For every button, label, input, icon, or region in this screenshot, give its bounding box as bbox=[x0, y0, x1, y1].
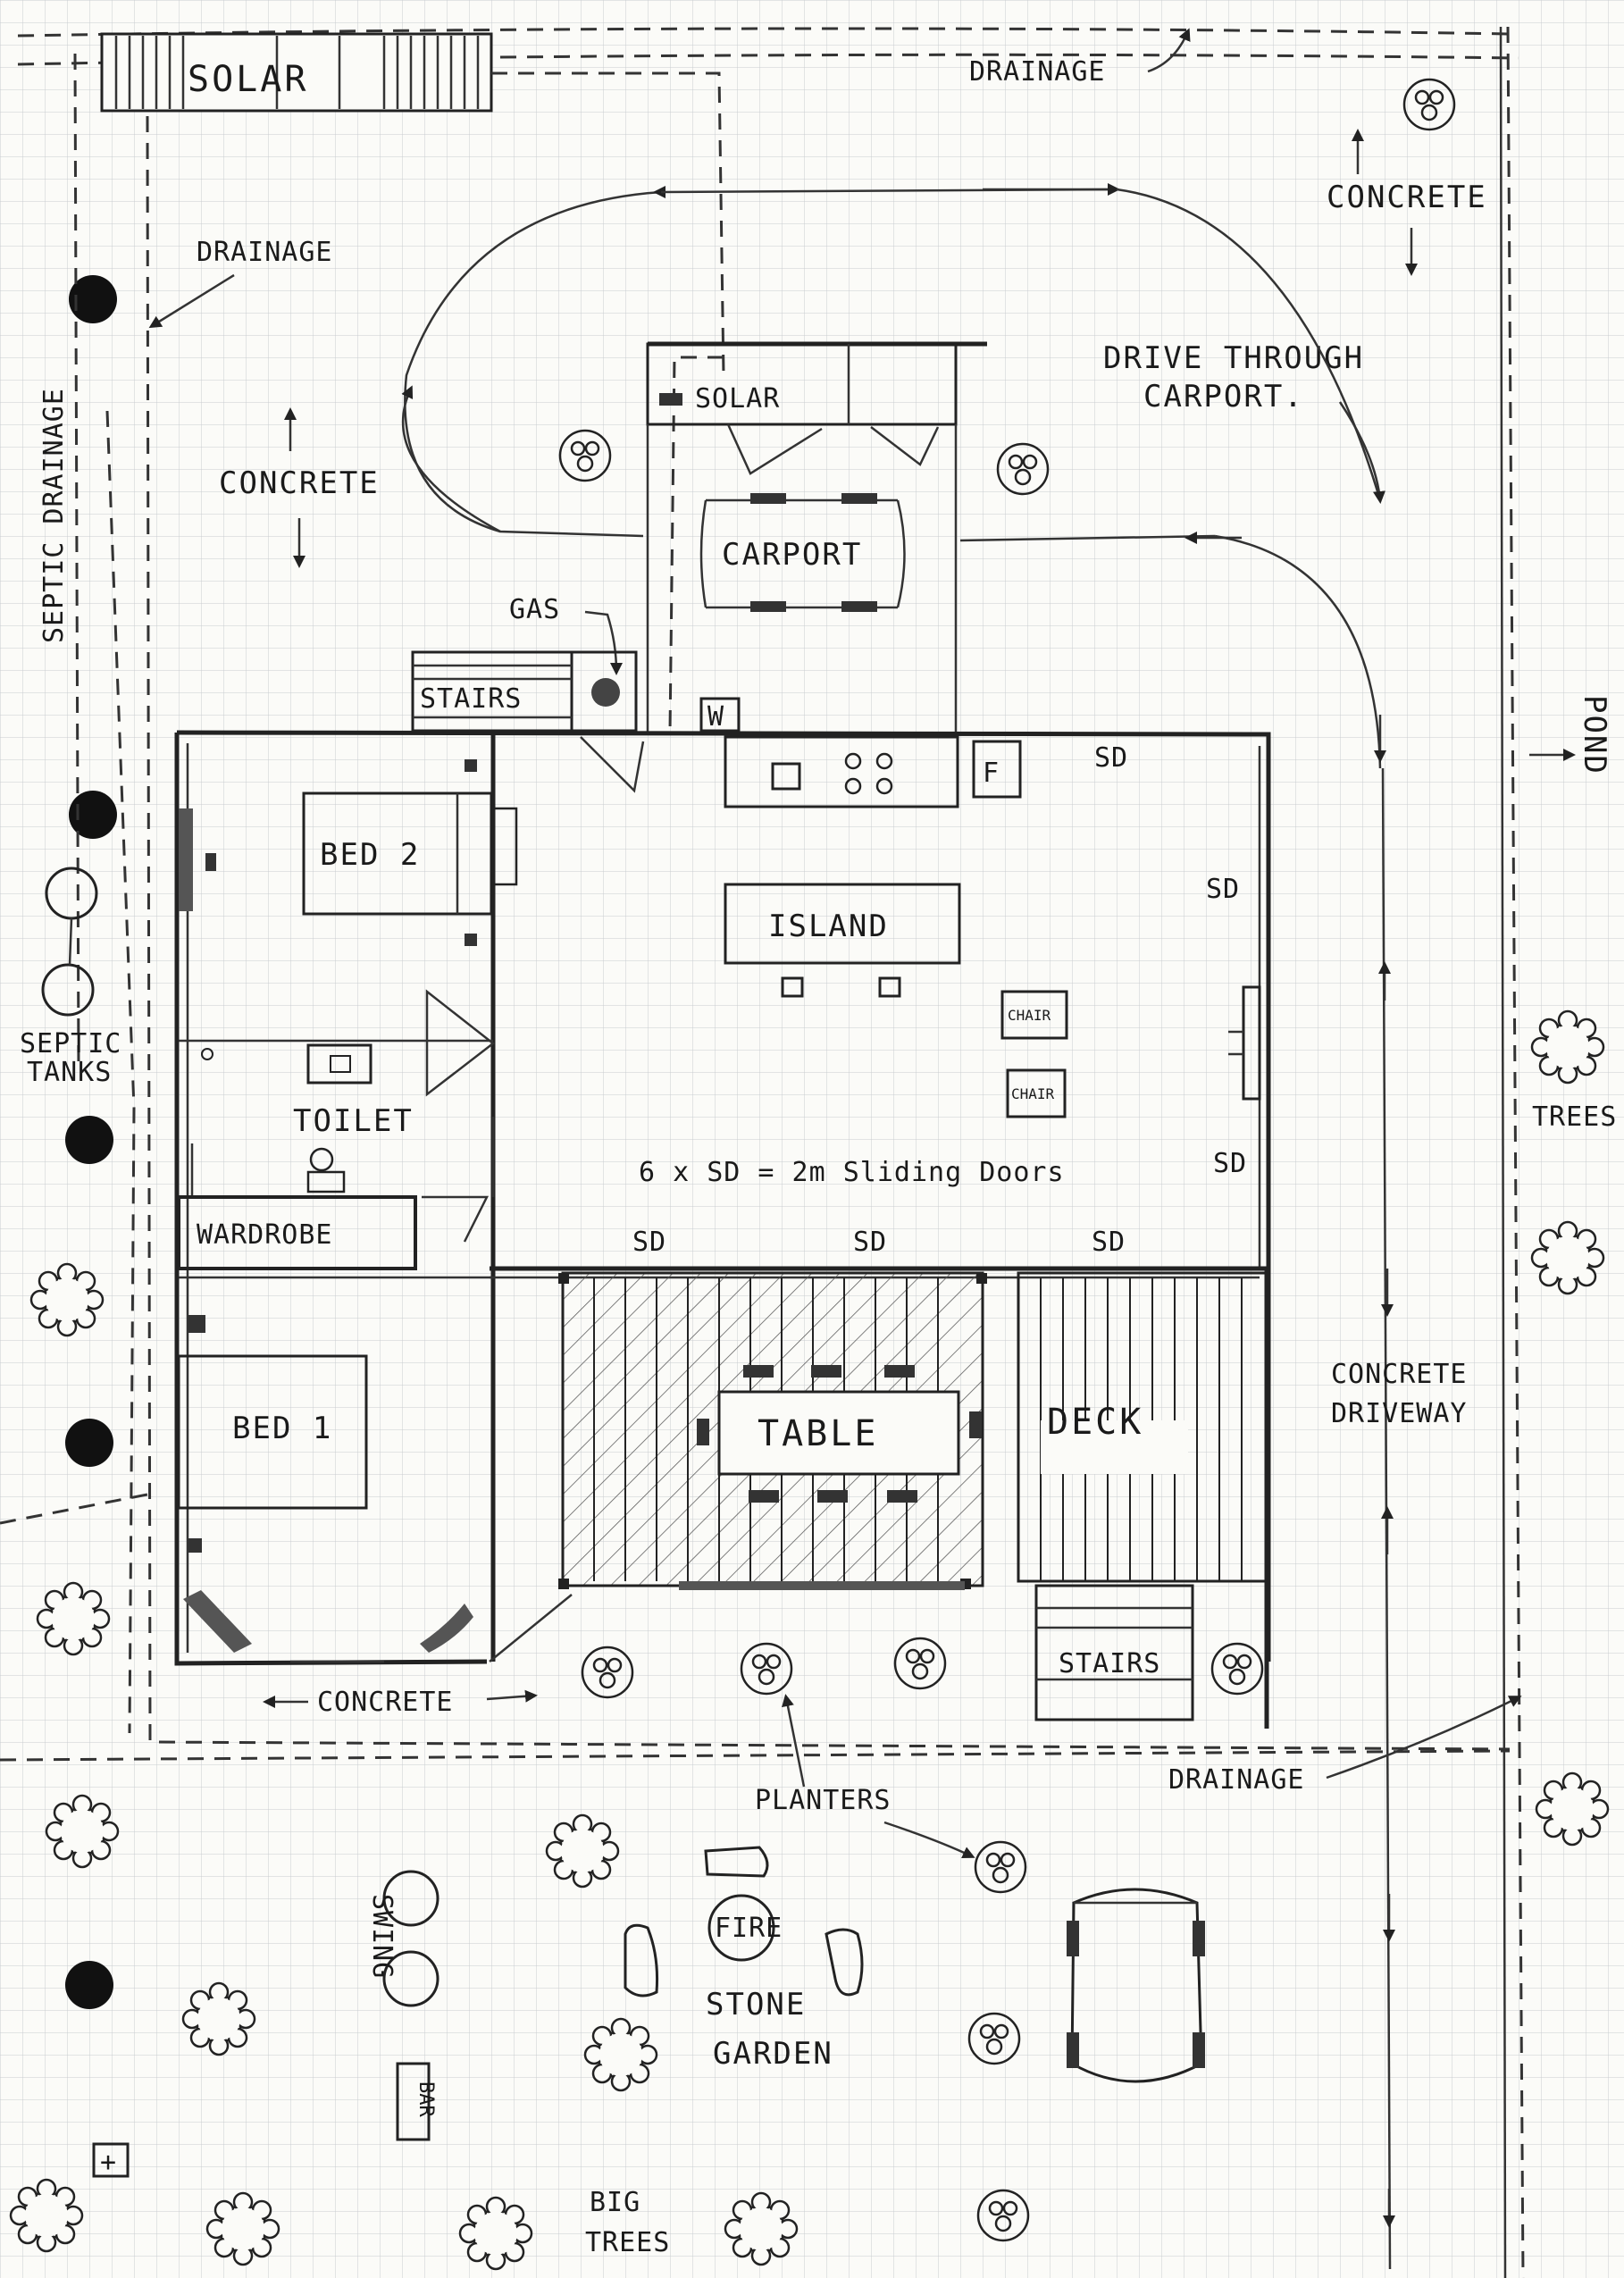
washer-label: W bbox=[707, 701, 724, 733]
carport-structure: SOLAR CARPORT bbox=[646, 341, 987, 733]
svg-text:SWING: SWING bbox=[366, 1894, 398, 1979]
lounge-chairs: CHAIR CHAIR bbox=[1000, 985, 1261, 1118]
tree-icon bbox=[1535, 1771, 1610, 1847]
table-label: TABLE bbox=[758, 1413, 878, 1454]
solar-top-label: SOLAR bbox=[188, 59, 308, 100]
sliding-doors-note: 6 x SD = 2m Sliding Doors bbox=[639, 1157, 1065, 1188]
drainage-top-label: DRAINAGE bbox=[969, 56, 1106, 88]
svg-text:BED 1: BED 1 bbox=[232, 1411, 332, 1446]
svg-text:SD: SD bbox=[1094, 742, 1128, 774]
property-boundary bbox=[0, 26, 1525, 2278]
plus-label: + bbox=[100, 2147, 117, 2178]
swing: SWING bbox=[366, 1870, 439, 2007]
deck: DECK bbox=[1017, 1270, 1269, 1729]
svg-text:SEPTIC: SEPTIC bbox=[20, 1028, 121, 1059]
solar-carport-label: SOLAR bbox=[695, 383, 780, 415]
bathroom: TOILET bbox=[179, 989, 496, 1243]
big-trees-label-2: TREES bbox=[585, 2227, 670, 2258]
pond-label: POND bbox=[1577, 695, 1612, 775]
svg-text:TANKS: TANKS bbox=[27, 1057, 112, 1088]
svg-text:CHAIR: CHAIR bbox=[1011, 1085, 1055, 1102]
stone-garden: STONE GARDEN bbox=[624, 1846, 864, 2072]
gas-bottle bbox=[591, 678, 620, 707]
svg-text:GARDEN: GARDEN bbox=[713, 2036, 833, 2072]
svg-text:ISLAND: ISLAND bbox=[768, 909, 889, 944]
carport-word-label: CARPORT. bbox=[1143, 379, 1304, 415]
svg-text:WARDROBE: WARDROBE bbox=[197, 1219, 333, 1251]
svg-text:SD: SD bbox=[632, 1227, 666, 1258]
bar: BAR bbox=[396, 2062, 437, 2141]
deck-stairs: STAIRS bbox=[1034, 1584, 1194, 1721]
island: ISLAND bbox=[724, 883, 961, 998]
svg-text:BAR: BAR bbox=[414, 2081, 437, 2117]
driveway-loop bbox=[401, 183, 1395, 2270]
bed2-label: BED 2 bbox=[320, 837, 420, 873]
solar-cable bbox=[491, 71, 725, 376]
bedroom-2: BED 2 bbox=[179, 759, 518, 946]
svg-text:FIRE: FIRE bbox=[715, 1913, 783, 1944]
svg-text:STAIRS: STAIRS bbox=[420, 683, 522, 715]
gas-label: GAS bbox=[509, 594, 560, 625]
solar-cable-carport bbox=[668, 356, 724, 733]
washer-box bbox=[699, 697, 741, 733]
concrete-driveway-label-2: DRIVEWAY bbox=[1331, 1398, 1468, 1429]
drive-through-label: DRIVE THROUGH bbox=[1103, 340, 1364, 376]
svg-text:SD: SD bbox=[853, 1227, 887, 1258]
wardrobe: WARDROBE bbox=[177, 1195, 417, 1270]
septic-drainage-label: SEPTIC DRAINAGE bbox=[38, 388, 70, 643]
svg-text:SD: SD bbox=[1213, 1148, 1247, 1179]
carport-label: CARPORT bbox=[722, 537, 862, 573]
septic-tanks: SEPTIC TANKS bbox=[20, 867, 121, 1088]
drainage-bottom-label: DRAINAGE bbox=[1168, 1764, 1305, 1796]
deck-label: DECK bbox=[1047, 1402, 1143, 1443]
trees-right-label: TREES bbox=[1532, 1101, 1617, 1133]
svg-text:CHAIR: CHAIR bbox=[1008, 1007, 1051, 1024]
big-trees-label: BIG bbox=[590, 2187, 640, 2218]
planters-label: PLANTERS bbox=[755, 1785, 892, 1816]
binder-holes bbox=[65, 275, 117, 2009]
fire-pit: FIRE bbox=[707, 1894, 783, 1962]
concrete-upper-right-label: CONCRETE bbox=[1327, 180, 1487, 215]
svg-text:SD: SD bbox=[1206, 874, 1240, 905]
kitchen-bench: F bbox=[724, 735, 1022, 808]
toilet-label: TOILET bbox=[293, 1103, 414, 1139]
svg-text:STONE: STONE bbox=[706, 1987, 806, 2023]
sliding-door-labels: SD SD SD SD SD SD bbox=[632, 742, 1247, 1258]
concrete-upper-left-label: CONCRETE bbox=[219, 465, 380, 501]
tree-icon bbox=[1530, 1009, 1605, 1085]
svg-text:STAIRS: STAIRS bbox=[1059, 1648, 1160, 1679]
stairs-top: STAIRS bbox=[411, 650, 573, 733]
concrete-driveway-label: CONCRETE bbox=[1331, 1359, 1468, 1390]
concrete-bottom-label: CONCRETE bbox=[317, 1687, 454, 1718]
outdoor-dining: TABLE bbox=[489, 1271, 987, 1662]
car bbox=[1067, 1888, 1205, 2083]
svg-text:SD: SD bbox=[1092, 1227, 1126, 1258]
fridge-label: F bbox=[983, 758, 1000, 789]
drainage-left-label: DRAINAGE bbox=[197, 237, 333, 268]
bedroom-1: BED 1 bbox=[177, 1276, 493, 1663]
tree-icon bbox=[1530, 1220, 1605, 1295]
solar-panel-top: SOLAR bbox=[100, 32, 493, 113]
